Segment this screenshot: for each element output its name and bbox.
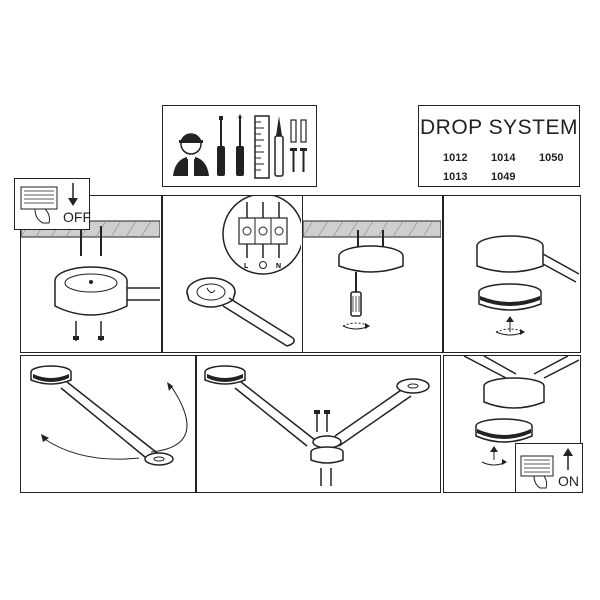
ground-icon — [259, 261, 267, 269]
swing-arrow-icon — [150, 385, 188, 453]
power-on-label: ON — [558, 473, 579, 489]
phillips-screwdriver-icon — [236, 114, 244, 176]
terminal-label-l: L — [244, 263, 249, 270]
voltage-tester-icon — [274, 116, 284, 177]
model-code: 1014 — [491, 152, 516, 164]
arrow-up-icon — [563, 448, 573, 456]
tools-panel — [162, 105, 317, 187]
power-off-label: OFF — [63, 209, 91, 225]
ruler-icon — [254, 115, 270, 179]
title-panel: DROP SYSTEM 1012 1014 1050 1013 1049 — [418, 105, 580, 187]
electrician-icon — [173, 133, 209, 176]
step-3-panel — [302, 195, 443, 353]
power-off-switch: OFF — [14, 178, 91, 230]
step-2-panel: L N — [162, 195, 303, 353]
model-code: 1013 — [443, 171, 468, 183]
rotate-arrow-icon — [495, 331, 525, 336]
power-on-switch: ON — [515, 443, 583, 493]
arrow-down-icon — [68, 198, 78, 206]
step-6-panel — [196, 355, 441, 493]
model-code: 1050 — [539, 152, 564, 164]
model-code: 1049 — [491, 171, 516, 183]
slotted-screwdriver-icon — [217, 116, 225, 176]
terminal-label-n: N — [276, 263, 281, 270]
wall-plugs-icon — [290, 119, 307, 172]
step-5-panel — [20, 355, 196, 493]
page-title: DROP SYSTEM — [420, 116, 578, 139]
screwdriver-icon — [350, 272, 362, 317]
model-code: 1012 — [443, 152, 468, 164]
step-4-panel — [443, 195, 581, 353]
terminal-block-icon — [238, 202, 288, 258]
